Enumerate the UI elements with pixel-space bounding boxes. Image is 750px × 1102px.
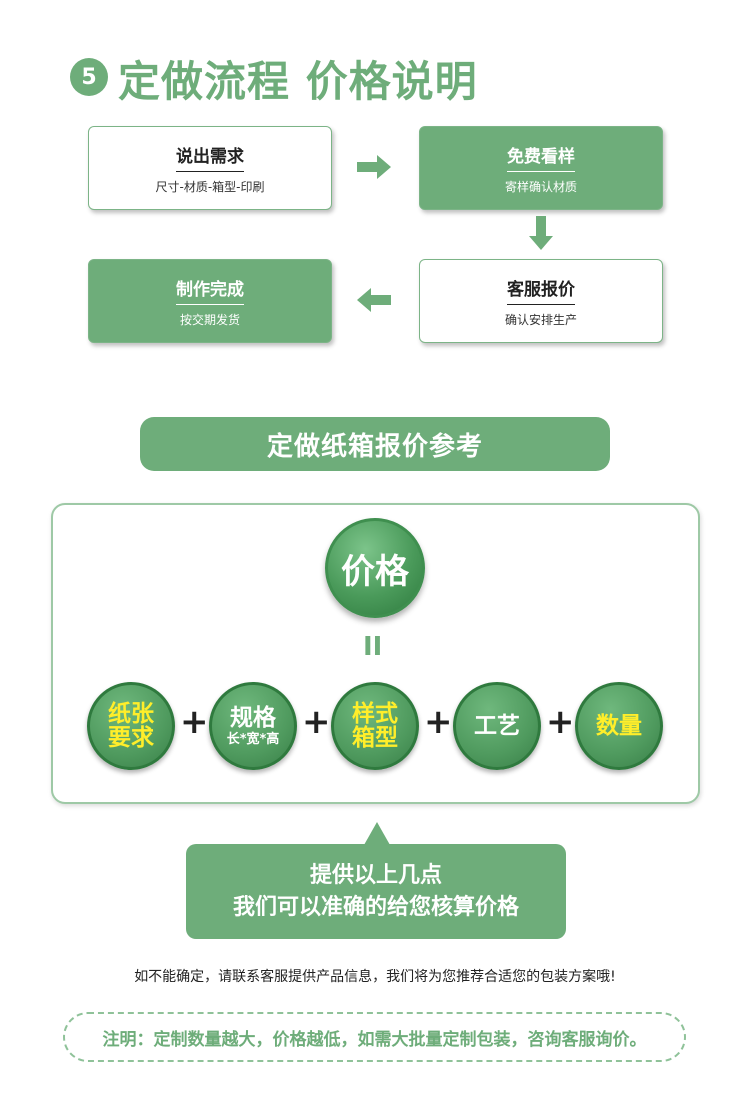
section-banner: 定做纸箱报价参考 <box>140 417 610 471</box>
plus-sign: + <box>546 702 575 742</box>
callout-pointer <box>364 822 390 845</box>
flow-step-title: 制作完成 <box>176 275 244 305</box>
arrow-left-icon <box>357 288 391 312</box>
callout-line: 提供以上几点 <box>309 862 442 888</box>
factor-label: 工艺 <box>474 712 520 739</box>
factor-label: 样式 <box>352 700 398 727</box>
arrow-down-icon <box>529 216 553 250</box>
step-number-badge: 5 <box>70 58 108 96</box>
flow-step-subtitle: 确认安排生产 <box>504 312 577 327</box>
plus-sign: + <box>180 702 209 742</box>
plus-sign: + <box>424 702 453 742</box>
page-title: 定做流程 价格说明 <box>118 57 478 106</box>
factor-label: 规格 <box>230 704 276 731</box>
price-circle: 价格 <box>325 518 425 618</box>
callout-box: 提供以上几点 我们可以准确的给您核算价格 <box>186 844 566 939</box>
factor-box-style: 样式 箱型 <box>331 682 419 770</box>
flow-step-subtitle: 按交期发货 <box>179 312 240 327</box>
flow-step-title: 说出需求 <box>176 142 244 172</box>
callout-line: 我们可以准确的给您核算价格 <box>232 894 519 920</box>
factor-paper: 纸张 要求 <box>87 682 175 770</box>
factor-label: 纸张 <box>108 700 154 727</box>
flow-step-quote: 客服报价 确认安排生产 <box>419 259 663 343</box>
flow-step-production-complete: 制作完成 按交期发货 <box>88 259 332 343</box>
flow-step-title: 免费看样 <box>507 142 575 172</box>
factor-label: 要求 <box>108 725 154 751</box>
arrow-right-icon <box>357 155 391 179</box>
contact-note: 如不能确定，请联系客服提供产品信息，我们将为您推荐合适您的包装方案哦! <box>134 969 616 985</box>
flow-step-describe-needs: 说出需求 尺寸-材质-箱型-印刷 <box>88 126 332 210</box>
factor-craft: 工艺 <box>453 682 541 770</box>
flow-step-title: 客服报价 <box>507 275 575 305</box>
factor-size: 规格 长*宽*高 <box>209 682 297 770</box>
flow-step-subtitle: 寄样确认材质 <box>504 179 577 194</box>
flow-step-subtitle: 尺寸-材质-箱型-印刷 <box>155 179 265 194</box>
remark-note: 注明：定制数量越大，价格越低，如需大批量定制包装，咨询客服询价。 <box>63 1012 686 1062</box>
factor-label: 箱型 <box>352 725 398 751</box>
factor-quantity: 数量 <box>575 682 663 770</box>
factor-label: 数量 <box>596 712 642 739</box>
equals-sign: II <box>363 632 383 662</box>
plus-sign: + <box>302 702 331 742</box>
factor-sublabel: 长*宽*高 <box>226 731 280 747</box>
flow-step-free-sample: 免费看样 寄样确认材质 <box>419 126 663 210</box>
